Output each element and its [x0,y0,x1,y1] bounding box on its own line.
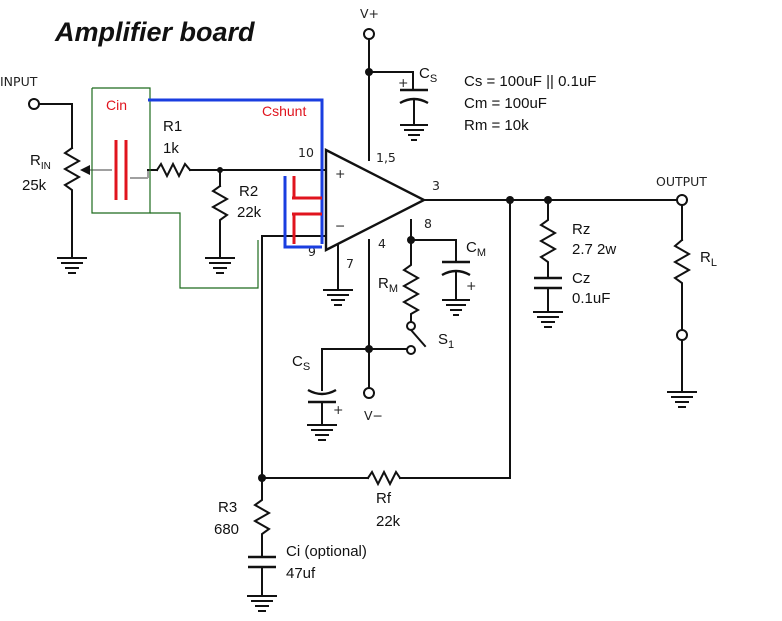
rf-label: Rf [376,490,392,507]
r2-value: 22k [237,204,262,221]
cshunt-label: Cshunt [262,103,306,119]
cm-label: CM [466,239,486,259]
page-title: Amplifier board [54,17,255,47]
vminus-label: V− [364,408,383,423]
op-amp: + − 10 1,5 3 8 4 7 9 [298,145,440,271]
rz-label: Rz [572,221,590,238]
cin-label: Cin [106,97,127,113]
r3-label: R3 [218,499,237,516]
cz-label: Cz [572,270,590,287]
pin-4-label: 4 [378,236,386,251]
pin-3-label: 3 [432,178,440,193]
pin-7-label: 7 [346,256,354,271]
pin-8-label: 8 [424,216,432,231]
rz-value: 2.7 2w [572,241,616,258]
vplus-rail: V+ [360,6,414,161]
rf-value: 22k [376,513,401,530]
input-label: INPUT [0,74,38,89]
output-network: OUTPUT Rz 2.7 2w Cz 0.1uF RL [423,174,717,408]
cshunt-capacitor: Cshunt [148,98,324,249]
note-rm: Rm = 10k [464,117,529,134]
rin-value: 25k [22,177,47,194]
output-label: OUTPUT [656,174,707,189]
ci-value: 47uf [286,565,316,582]
note-cm: Cm = 100uF [464,95,547,112]
r3-value: 680 [214,521,239,538]
svg-text:+: + [398,75,408,90]
svg-text:+: + [466,278,476,293]
cs-bottom-label: CS [292,353,310,373]
opamp-minus-pin: − [335,218,345,233]
s1-label: S1 [438,331,454,351]
r1-value: 1k [163,140,179,157]
rm-label: RM [378,275,398,295]
opamp-plus-pin: + [335,166,345,181]
cs-top-label: CS [419,65,437,85]
input-terminal [28,98,40,110]
note-cs: Cs = 100uF || 0.1uF [464,73,596,90]
svg-text:+: + [333,402,343,417]
r2-label: R2 [239,183,258,200]
feedback-network: Rf 22k R3 680 Ci (optional) 47uf [214,199,511,612]
pin-10-label: 10 [298,145,314,160]
rin-label: RIN [30,152,51,172]
pin7-ground [323,243,353,306]
r1-label: R1 [163,118,182,135]
output-terminal [676,194,688,206]
ci-label: Ci (optional) [286,543,367,560]
vminus-terminal [363,387,375,399]
vplus-terminal [363,28,375,40]
vminus-rail: V− [321,239,411,423]
pin-15-label: 1,5 [376,150,396,165]
vplus-label: V+ [360,6,379,21]
component-notes: Cs = 100uF || 0.1uF Cm = 100uF Rm = 10k [464,73,596,134]
cz-value: 0.1uF [572,290,610,307]
input-network: INPUT RIN 25k Cin R1 1k R2 22k [0,74,327,274]
green-outline [91,87,259,289]
pin-9-label: 9 [308,244,316,259]
cs-bottom-capacitor: + CS [292,348,343,441]
rl-label: RL [700,249,717,269]
wiper-arrow [80,165,90,175]
pin8-network: + CM RM S1 [378,219,486,355]
cs-top-capacitor: + CS [398,65,437,141]
